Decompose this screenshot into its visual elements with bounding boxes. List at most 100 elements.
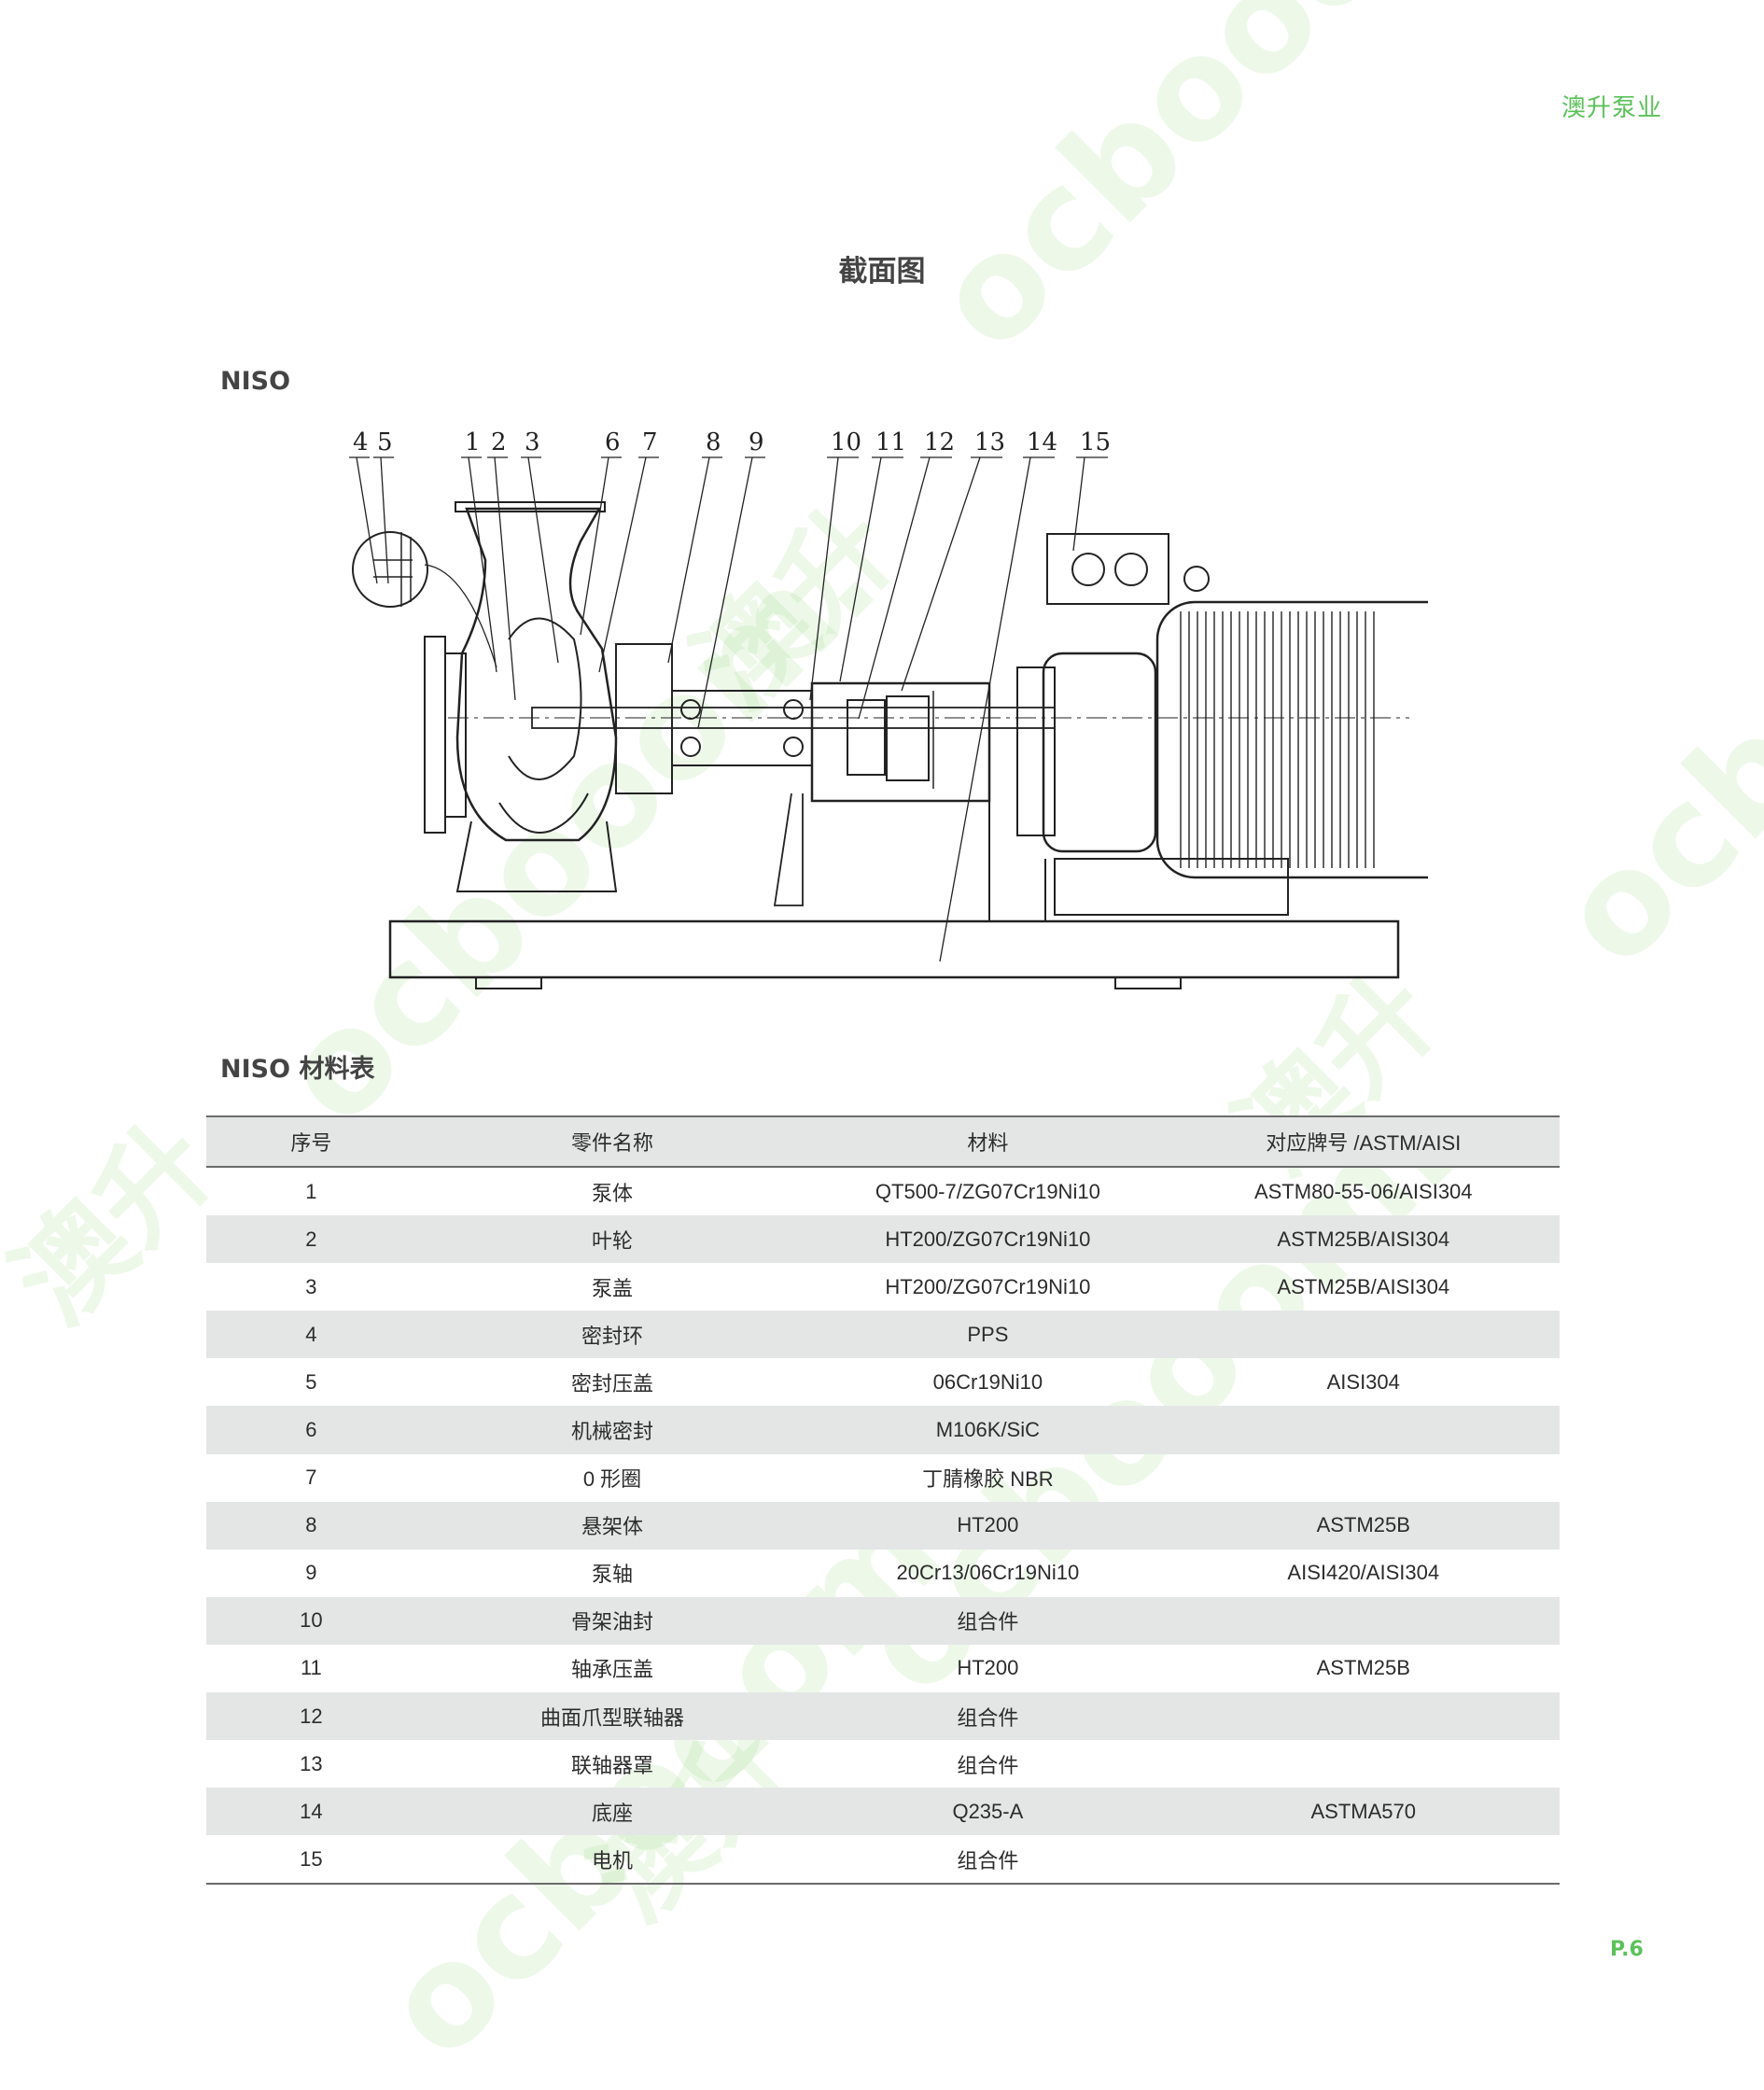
callout-label: 13: [974, 428, 1005, 456]
standard-grade-cell: ASTM25B: [1167, 1501, 1560, 1550]
material-cell: HT200: [808, 1501, 1168, 1550]
part-name-cell: 底座: [415, 1788, 809, 1836]
column-header: 序号: [206, 1115, 416, 1168]
part-number-cell: 7: [305, 1466, 317, 1490]
part-name-cell: 骨架油封: [415, 1596, 809, 1645]
material-cell: HT200/ZG07Cr19Ni10: [808, 1215, 1168, 1264]
callout-label: 6: [605, 428, 621, 456]
material-cell: 组合件: [808, 1692, 1168, 1741]
material-cell: 丁腈橡胶 NBR: [922, 1467, 1054, 1492]
table-row: 3 泵盖 HT200/ZG07Cr19Ni10 ASTM25B/AISI304: [206, 1263, 1560, 1311]
material-cell: 组合件: [957, 1753, 1019, 1777]
material-cell: 20Cr13/06Cr19Ni10: [896, 1561, 1080, 1585]
table-row: 9 泵轴 20Cr13/06Cr19Ni10 AISI420/AISI304: [206, 1550, 1560, 1597]
standard-grade-cell: ASTM25B: [1316, 1656, 1410, 1680]
watermark: ocbooom.: [903, 0, 1561, 382]
column-header: 材料: [808, 1115, 1168, 1168]
part-name-cell: 轴承压盖: [570, 1658, 653, 1682]
callout-label: 2: [491, 428, 507, 456]
part-number-cell: 2: [206, 1215, 416, 1264]
part-name-cell: 曲面爪型联轴器: [415, 1692, 809, 1741]
part-name-cell: 0 形圈: [582, 1467, 642, 1492]
table-row: 13 联轴器罩 组合件: [206, 1740, 1560, 1788]
callout-label: 10: [831, 428, 861, 456]
part-number-cell: 6: [206, 1406, 416, 1454]
table-header-row: 序号 零件名称 材料 对应牌号 /ASTM/AISI: [206, 1115, 1560, 1168]
standard-grade-cell: AISI420/AISI304: [1287, 1561, 1440, 1585]
standard-grade-cell: ASTM25B/AISI304: [1277, 1274, 1450, 1298]
callout-label: 4: [353, 428, 369, 456]
material-cell: QT500-7/ZG07Cr19Ni10: [875, 1179, 1100, 1203]
material-cell: 06Cr19Ni10: [932, 1369, 1043, 1394]
standard-grade-cell: [1167, 1406, 1560, 1454]
part-number-cell: 3: [305, 1274, 317, 1298]
callout-label: 5: [377, 428, 393, 456]
standard-grade-cell: [1167, 1311, 1560, 1359]
part-name-cell: 悬架体: [415, 1501, 809, 1550]
part-number-cell: 12: [206, 1692, 416, 1741]
page-number: P.6: [1610, 1938, 1644, 1961]
part-number-cell: 11: [300, 1656, 322, 1680]
standard-grade-cell: ASTM25B/AISI304: [1167, 1215, 1560, 1264]
callout-label: 11: [875, 428, 906, 456]
part-number-cell: 9: [305, 1561, 317, 1585]
table-row: 7 0 形圈 丁腈橡胶 NBR: [206, 1454, 1560, 1502]
material-cell: HT200/ZG07Cr19Ni10: [885, 1274, 1091, 1298]
material-cell: 组合件: [808, 1835, 1168, 1886]
table-section-label: NISO 材料表: [220, 1055, 375, 1084]
part-number-cell: 1: [305, 1179, 317, 1203]
part-name-cell: 密封压盖: [570, 1371, 653, 1396]
standard-grade-cell: [1168, 1454, 1561, 1502]
part-name-cell: 泵盖: [591, 1276, 633, 1300]
part-name-cell: 联轴器罩: [570, 1753, 653, 1777]
callout-label: 15: [1080, 428, 1111, 456]
part-name-cell: 叶轮: [415, 1215, 809, 1264]
brand-name: 澳升泵业: [1561, 94, 1663, 122]
part-number-cell: 15: [206, 1835, 416, 1886]
standard-grade-cell: ASTMA570: [1167, 1788, 1560, 1836]
part-number-cell: 8: [206, 1501, 416, 1550]
watermark: ocbooom.: [1529, 340, 1764, 998]
part-name-cell: 机械密封: [415, 1406, 809, 1454]
standard-grade-cell: [1167, 1596, 1560, 1645]
standard-grade-cell: [1167, 1692, 1560, 1741]
standard-grade-cell: [1168, 1740, 1561, 1788]
drawing-section-label: NISO: [220, 367, 291, 396]
callout-label: 3: [525, 428, 540, 456]
material-cell: HT200: [957, 1656, 1019, 1680]
part-number-cell: 10: [206, 1596, 416, 1645]
part-name-cell: 密封环: [415, 1311, 809, 1359]
standard-grade-cell: AISI304: [1326, 1369, 1400, 1394]
standard-grade-cell: ASTM80-55-06/AISI304: [1253, 1179, 1473, 1203]
callout-label: 1: [465, 428, 481, 456]
table-row: 5 密封压盖 06Cr19Ni10 AISI304: [206, 1358, 1560, 1406]
callout-label: 7: [642, 428, 658, 456]
standard-grade-cell: [1167, 1835, 1560, 1886]
material-cell: M106K/SiC: [808, 1406, 1168, 1454]
part-number-cell: 13: [300, 1751, 323, 1775]
part-number-cell: 5: [305, 1369, 317, 1394]
part-name-cell: 泵轴: [591, 1563, 633, 1587]
part-number-cell: 4: [206, 1311, 416, 1359]
part-name-cell: 电机: [415, 1835, 809, 1886]
callout-label: 14: [1027, 428, 1057, 456]
callout-label: 9: [749, 428, 764, 456]
part-number-cell: 14: [206, 1788, 416, 1836]
material-cell: PPS: [808, 1311, 1168, 1359]
table-row: 11 轴承压盖 HT200 ASTM25B: [206, 1645, 1560, 1692]
callout-label: 8: [706, 428, 721, 456]
material-cell: 组合件: [808, 1596, 1168, 1645]
page-title: 截面图: [838, 255, 926, 288]
